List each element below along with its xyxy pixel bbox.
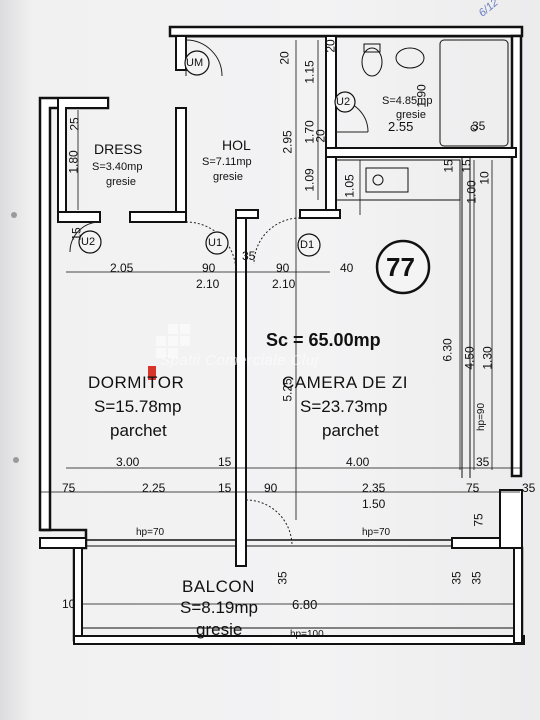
fixtures — [335, 39, 509, 201]
dim-label: 6.30 — [440, 338, 455, 362]
dim-label: 10 — [477, 171, 492, 185]
dim-label: 10 — [62, 597, 76, 611]
dim-label: 15 — [218, 481, 232, 495]
dim-label: 1.00 — [464, 180, 479, 204]
watermark-logo — [156, 324, 190, 358]
door-tag-circles — [78, 50, 431, 295]
dim-label: 35 — [472, 119, 486, 133]
room-floor-bath: gresie — [396, 109, 426, 121]
door-tag-um: UM — [186, 57, 204, 69]
room-area-dormitor: S=15.78mp — [94, 397, 182, 416]
room-area-bath: S=4.85mp — [382, 95, 433, 107]
dimension-lines — [40, 40, 520, 605]
room-name-camera: CAMERA DE ZI — [282, 373, 408, 392]
dim-label: 90 — [202, 261, 216, 275]
unit-number: 77 — [386, 252, 415, 282]
room-floor-camera: parchet — [322, 421, 379, 440]
dim-label: 15 — [459, 159, 474, 173]
door-tag-u2-bath: U2 — [336, 96, 351, 108]
room-name-hol: HOL — [222, 137, 251, 153]
door-tag-d1: D1 — [300, 239, 315, 251]
dim-label: hp=100 — [290, 629, 324, 640]
dim-label: 2.10 — [196, 277, 220, 291]
dim-label: 2.10 — [272, 277, 296, 291]
dim-label: 2.95 — [280, 130, 295, 154]
door-tag-u1: U1 — [208, 237, 223, 249]
room-name-dress: DRESS — [94, 141, 143, 157]
dim-label: 35 — [522, 481, 536, 495]
door-tag-u2-left: U2 — [81, 236, 96, 248]
dim-label: 25 — [67, 117, 82, 131]
dim-label: 1.15 — [302, 60, 317, 84]
walls — [38, 25, 525, 645]
dim-label: 5.25 — [280, 378, 295, 402]
dim-label: 35 — [449, 571, 464, 585]
dim-label: 40 — [340, 261, 354, 275]
room-area-balcon: S=8.19mp — [180, 598, 258, 617]
dim-label: 1.90 — [414, 84, 429, 108]
dim-label: 75 — [62, 481, 76, 495]
dim-label: 6.80 — [292, 597, 318, 612]
dim-label: 90 — [276, 261, 290, 275]
dim-label: hp=90 — [476, 402, 488, 432]
dim-label: 1.09 — [302, 168, 317, 192]
dim-label: 4.50 — [462, 346, 477, 370]
dim-label: 1.30 — [480, 346, 495, 370]
dim-label: 20 — [313, 129, 328, 143]
dim-label: 2.35 — [362, 481, 386, 495]
room-floor-dress: gresie — [106, 176, 136, 188]
total-area: Sc = 65.00mp — [266, 330, 381, 350]
room-area-dress: S=3.40mp — [92, 161, 143, 173]
room-floor-balcon: gresie — [196, 620, 243, 639]
room-area-camera: S=23.73mp — [300, 397, 388, 416]
dim-label: 35 — [469, 571, 484, 585]
dim-label: 20 — [277, 51, 292, 65]
room-floor-hol: gresie — [213, 171, 243, 183]
dim-label: 2.55 — [388, 119, 414, 134]
dim-label: 90 — [264, 481, 278, 495]
room-area-hol: S=7.11mp — [202, 156, 252, 168]
dim-label: 75 — [466, 481, 480, 495]
room-name-balcon: BALCON — [182, 577, 255, 596]
dim-label: 1.80 — [66, 150, 81, 174]
dim-label: 15 — [69, 227, 84, 241]
dim-label: 3.00 — [116, 455, 140, 469]
dim-label: 2.25 — [142, 481, 166, 495]
door-swings — [69, 39, 369, 547]
dim-label: 15 — [218, 455, 232, 469]
dim-label: 75 — [471, 513, 486, 527]
watermark-red-mark — [148, 366, 156, 380]
punch-hole — [11, 212, 17, 218]
dim-label: hp=70 — [362, 527, 391, 538]
dim-label: 35 — [476, 455, 490, 469]
watermark-text: Spatii Comerciale Cluj — [160, 352, 319, 369]
dim-label: 20 — [323, 39, 338, 53]
dim-label: hp=70 — [136, 527, 165, 538]
punch-hole — [13, 457, 19, 463]
dim-label: 2.05 — [110, 261, 134, 275]
dim-label: 35 — [275, 571, 290, 585]
room-name-dormitor: DORMITOR — [88, 373, 185, 392]
room-floor-dormitor: parchet — [110, 421, 167, 440]
dim-label: 15 — [441, 159, 456, 173]
dim-label: 4.00 — [346, 455, 370, 469]
dim-label: 1.05 — [342, 174, 357, 198]
dim-label: 1.50 — [362, 497, 386, 511]
dim-label: 35 — [242, 249, 256, 263]
